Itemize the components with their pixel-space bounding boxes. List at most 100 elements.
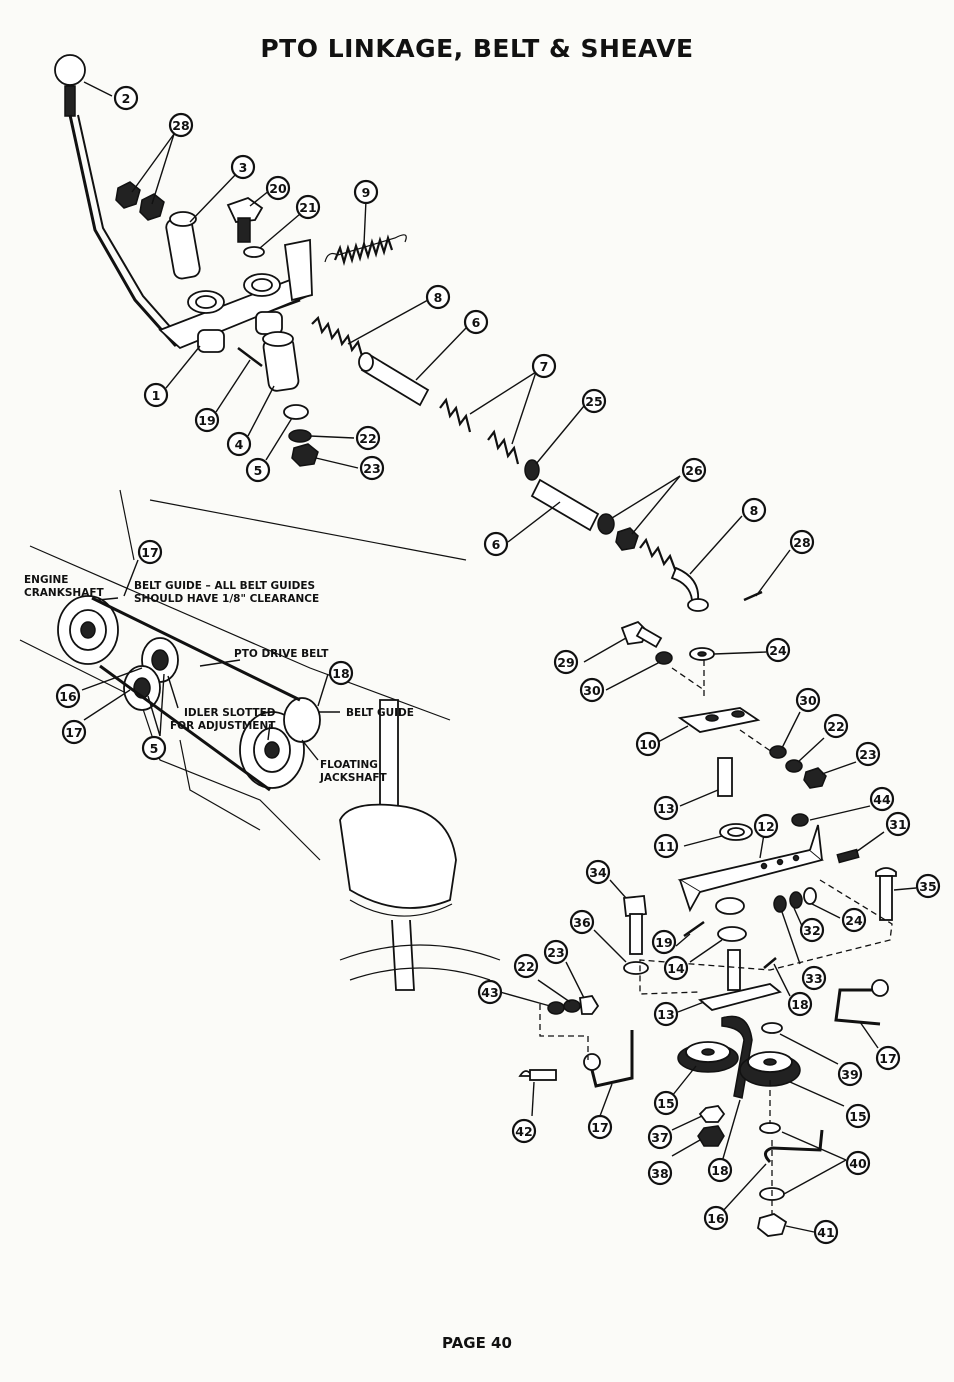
nuts-26 <box>597 513 639 551</box>
callout-20: 20 <box>265 175 291 201</box>
callout-circle <box>168 112 194 138</box>
callout-number: 32 <box>803 923 820 938</box>
callout-16: 16 <box>703 1205 729 1231</box>
callout-number: 17 <box>141 545 158 560</box>
callout-circle <box>425 284 451 310</box>
callout-number: 28 <box>793 535 810 550</box>
idler-label-2: FOR ADJUSTMENT <box>170 720 276 732</box>
bracket-10 <box>677 707 761 733</box>
callout-26: 26 <box>681 457 707 483</box>
callout-40: 40 <box>845 1150 871 1176</box>
callout-circle <box>531 353 557 379</box>
callout-circle <box>230 154 256 180</box>
belt-guide-note-1: BELT GUIDE – ALL BELT GUIDES <box>134 580 315 592</box>
callout-circle <box>295 194 321 220</box>
engine-crankshaft-label-2: CRANKSHAFT <box>24 587 104 599</box>
washer-25 <box>524 459 540 481</box>
callout-number: 18 <box>332 666 349 681</box>
shaft-13-upper <box>717 757 733 797</box>
callout-number: 30 <box>799 693 817 708</box>
callout-8: 8 <box>425 284 451 310</box>
callout-number: 15 <box>849 1109 866 1124</box>
callout-number: 36 <box>573 915 591 930</box>
callout-22: 22 <box>823 713 849 739</box>
callout-number: 8 <box>750 503 759 518</box>
callout-3: 3 <box>230 154 256 180</box>
callout-number: 37 <box>651 1130 668 1145</box>
callout-31: 31 <box>885 811 911 837</box>
callout-number: 42 <box>515 1124 532 1139</box>
rod-8-lower <box>639 537 709 612</box>
springs-7 <box>439 397 520 465</box>
callout-circle <box>463 309 489 335</box>
carriage-bolt-42 <box>518 1069 557 1081</box>
callout-circle <box>845 1103 871 1129</box>
callout-17: 17 <box>61 719 87 745</box>
callout-32: 32 <box>799 917 825 943</box>
callout-circle <box>823 713 849 739</box>
belt-guide-17-left <box>583 1030 634 1088</box>
callout-9: 9 <box>353 179 379 205</box>
belt-guide-17-right <box>834 979 889 1026</box>
spring-9 <box>324 234 407 267</box>
sleeve-6-upper <box>358 352 430 407</box>
callout-circle <box>787 991 813 1017</box>
callout-number: 8 <box>434 290 443 305</box>
callout-number: 20 <box>269 181 287 196</box>
callout-circle <box>569 909 595 935</box>
callout-circle <box>885 811 911 837</box>
callout-number: 34 <box>589 865 607 880</box>
callout-7: 7 <box>531 353 557 379</box>
callout-17: 17 <box>875 1045 901 1071</box>
callout-circle <box>579 677 605 703</box>
callout-number: 9 <box>362 185 371 200</box>
belt-inset <box>19 489 501 991</box>
callout-number: 29 <box>557 655 574 670</box>
callout-circle <box>915 873 941 899</box>
floating-jackshaft-label-1: FLOATING <box>320 759 378 771</box>
idler-arm-13 <box>698 949 782 1011</box>
callout-number: 28 <box>172 118 189 133</box>
callout-2: 2 <box>113 85 139 111</box>
washer-nut-stack <box>283 404 319 467</box>
washer-36 <box>623 961 649 975</box>
callout-15: 15 <box>653 1090 679 1116</box>
callout-circle <box>653 1090 679 1116</box>
callout-circle <box>651 929 677 955</box>
callout-34: 34 <box>585 859 611 885</box>
callout-number: 3 <box>239 160 248 175</box>
callout-14: 14 <box>663 955 689 981</box>
nuts-37-38 <box>697 1105 726 1147</box>
callout-5: 5 <box>141 735 167 761</box>
callout-37: 37 <box>647 1124 673 1150</box>
callout-number: 15 <box>657 1096 674 1111</box>
callout-circle <box>587 1114 613 1140</box>
callout-number: 23 <box>547 945 564 960</box>
callout-number: 6 <box>472 315 481 330</box>
callout-17: 17 <box>137 539 163 565</box>
callout-circle <box>647 1124 673 1150</box>
callout-42: 42 <box>511 1118 537 1144</box>
callout-circle <box>61 719 87 745</box>
callout-number: 13 <box>657 1007 674 1022</box>
floating-jackshaft-label-2: JACKSHAFT <box>319 772 388 784</box>
callout-number: 23 <box>859 747 876 762</box>
callout-number: 17 <box>591 1120 608 1135</box>
callout-layer: 2283202191194522238672526682817181617524… <box>55 85 941 1245</box>
callout-number: 12 <box>757 819 774 834</box>
callout-13: 13 <box>653 1001 679 1027</box>
callout-circle <box>513 953 539 979</box>
callout-29: 29 <box>553 649 579 675</box>
callout-number: 26 <box>685 463 703 478</box>
pin-19-upper <box>237 347 263 367</box>
callout-4: 4 <box>226 431 252 457</box>
callout-18: 18 <box>707 1157 733 1183</box>
callout-circle <box>841 907 867 933</box>
callout-number: 31 <box>889 817 906 832</box>
callout-number: 2 <box>122 91 131 106</box>
washer-14 <box>717 926 747 942</box>
nut-41 <box>757 1213 788 1237</box>
callout-16: 16 <box>55 683 81 709</box>
pin-3 <box>165 211 201 280</box>
